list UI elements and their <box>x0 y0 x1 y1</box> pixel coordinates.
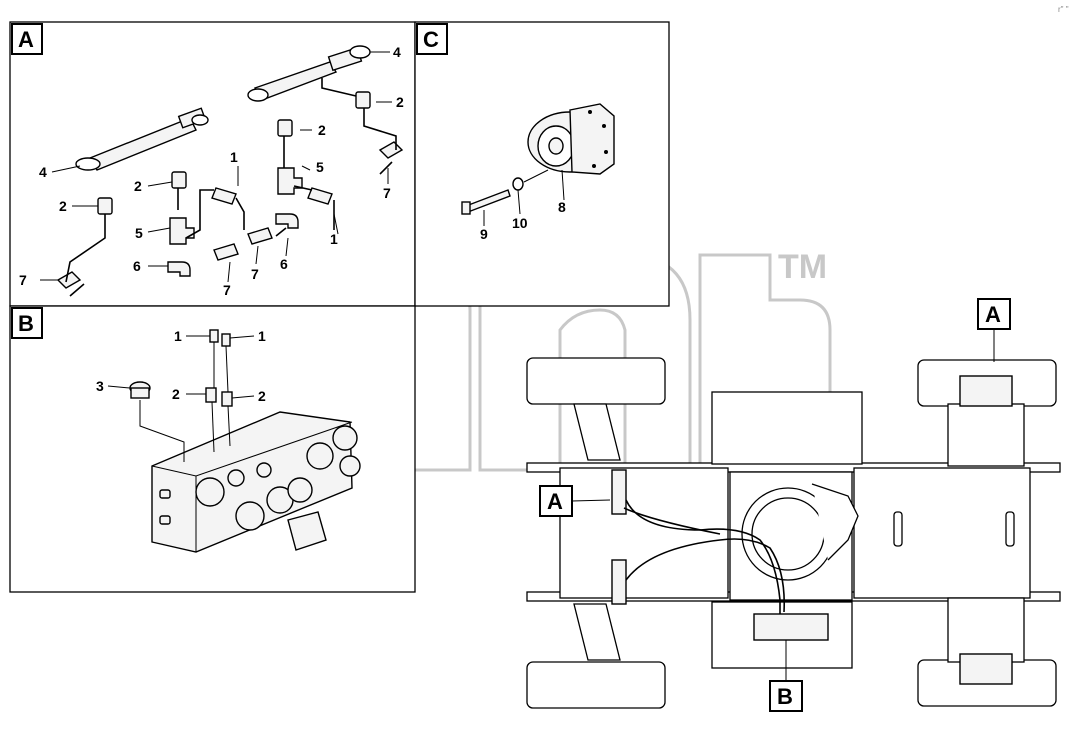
callout-7: 7 <box>19 272 27 288</box>
section-c-parts: 9 10 8 <box>461 103 615 242</box>
control-valve-block <box>151 411 353 553</box>
callout-1: 1 <box>330 231 338 247</box>
callout-7: 7 <box>223 282 231 298</box>
valve-solenoids <box>195 425 361 531</box>
overview-label-a-top: A <box>977 298 1011 362</box>
machine-overview: A A B <box>526 298 1061 712</box>
svg-text:B: B <box>777 684 793 709</box>
svg-text:A: A <box>985 302 1001 327</box>
svg-text:C: C <box>423 27 439 52</box>
section-b-parts: 1 1 3 2 2 <box>96 328 361 553</box>
chassis-front <box>853 467 1031 599</box>
section-label-b: B <box>11 307 43 339</box>
callout-7: 7 <box>383 185 391 201</box>
callout-2: 2 <box>59 198 67 214</box>
overview-label-a-left: A <box>539 485 611 517</box>
section-label-c: C <box>416 23 448 55</box>
callout-1: 1 <box>230 149 238 165</box>
watermark-trademark: TM <box>778 248 827 286</box>
callout-2: 2 <box>396 94 404 110</box>
callout-5: 5 <box>316 159 324 175</box>
valve-lever <box>287 511 327 551</box>
svg-text:A: A <box>18 27 34 52</box>
callout-4: 4 <box>39 164 47 180</box>
callout-2: 2 <box>258 388 266 404</box>
callout-7: 7 <box>251 266 259 282</box>
chassis-rear <box>559 467 729 599</box>
callout-2: 2 <box>172 386 180 402</box>
front-axle-lower <box>947 597 1025 663</box>
callout-2: 2 <box>318 122 326 138</box>
overview-label-b-bottom: B <box>769 640 803 712</box>
section-a-frame <box>9 21 416 307</box>
section-a-parts: 4 2 2 7 4 2 2 1 5 6 7 7 6 5 1 7 <box>19 44 404 298</box>
callout-3: 3 <box>96 378 104 394</box>
overview-control-valve <box>753 613 829 641</box>
callout-8: 8 <box>558 199 566 215</box>
corner-mark: r" " <box>1058 5 1069 14</box>
callout-6: 6 <box>133 258 141 274</box>
callout-5: 5 <box>135 225 143 241</box>
washer <box>512 177 524 191</box>
svg-text:B: B <box>18 311 34 336</box>
wheel-rear-left-top <box>526 357 666 405</box>
callout-1: 1 <box>258 328 266 344</box>
callout-9: 9 <box>480 226 488 242</box>
callout-2: 2 <box>134 178 142 194</box>
callout-6: 6 <box>280 256 288 272</box>
svg-text:A: A <box>547 489 563 514</box>
wheel-rear-left-bottom <box>526 661 666 709</box>
callout-10: 10 <box>512 215 528 231</box>
platform-upper <box>711 391 863 465</box>
callout-4: 4 <box>393 44 401 60</box>
front-axle-upper <box>947 403 1025 467</box>
callout-1: 1 <box>174 328 182 344</box>
section-label-a: A <box>11 23 43 55</box>
